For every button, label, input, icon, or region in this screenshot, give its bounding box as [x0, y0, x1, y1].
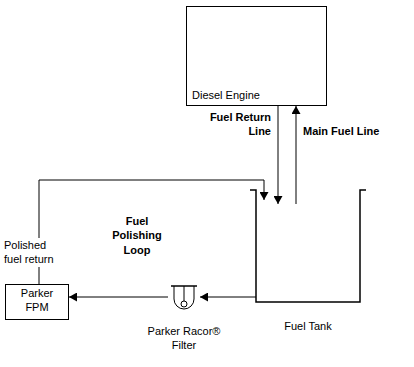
line-label: Main Fuel Line: [302, 124, 380, 138]
fpm-box: Parker FPM: [5, 284, 69, 320]
node-label: Fuel Tank: [250, 320, 366, 334]
engine-box: Diesel Engine: [186, 6, 327, 106]
fuel-line: [39, 180, 264, 284]
fuel-tank: Fuel Tank: [250, 188, 366, 304]
loop-label: Fuel Polishing Loop: [104, 214, 170, 257]
node-label: Diesel Engine: [192, 89, 260, 103]
node-label: Parker FPM: [17, 286, 57, 316]
filter-outline: [170, 283, 198, 313]
line-label: Polished fuel return: [3, 238, 67, 267]
line-label: Fuel Return Line: [206, 110, 272, 139]
tank-outline: [250, 188, 366, 304]
fuel-line: [296, 106, 297, 204]
fuel-line: [69, 297, 168, 298]
fuel-line: [200, 297, 256, 298]
node-label: Parker Racor® Filter: [139, 325, 229, 353]
filter-symbol: Parker Racor® Filter: [170, 283, 198, 313]
fuel-line: [278, 106, 279, 204]
